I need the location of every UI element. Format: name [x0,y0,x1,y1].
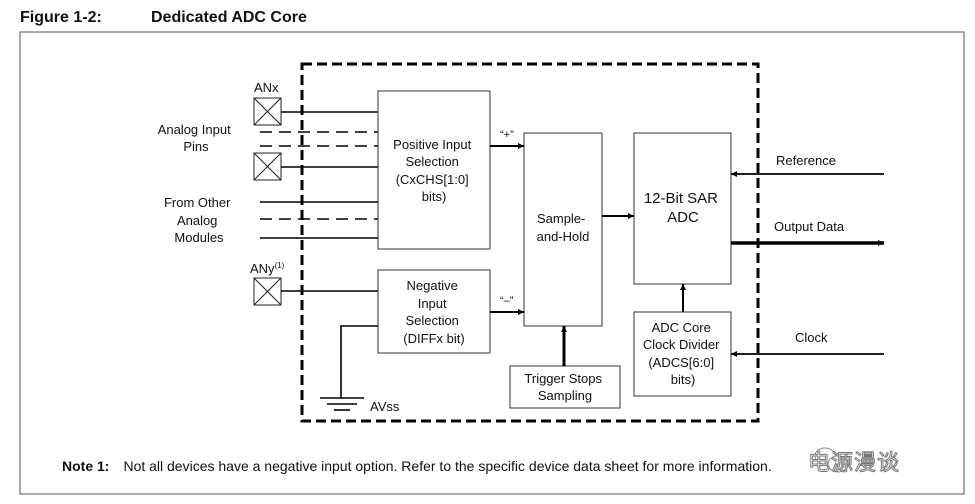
minus-label: “–” [500,295,514,307]
anx-label: ANx [254,80,279,95]
figure-number: Figure 1-2: [20,9,102,26]
clock-divider-block [633,311,732,397]
clock-divider-text: ADC Core Clock Divider (ADCS[6:0] bits) [643,320,723,387]
watermark-chat-icon [814,447,849,473]
sar-adc-block [633,132,732,285]
positive-input-selection-block [377,90,491,250]
any-label: ANy(1) [250,261,285,276]
negative-input-text: Negative Input Selection (DIFFx bit) [403,278,464,346]
figure-caption: Dedicated ADC Core [151,9,307,26]
figure-frame [19,31,965,495]
avss-label: AVss [370,399,400,414]
analog-input-pins-label: Analog Input Pins [158,122,235,154]
signal-arrows [490,143,884,366]
ground-icon [320,397,364,411]
negative-input-selection-block [377,269,491,354]
note-label: Note 1: [62,458,110,474]
pin-analog-icon [253,152,282,181]
sar-adc-text: 12-Bit SAR ADC [644,190,722,226]
sample-and-hold-block [523,132,603,327]
note: Note 1: Not all devices have a negative i… [62,458,772,474]
pin-anx-icon [253,97,282,126]
clock-label: Clock [795,330,828,345]
reference-label: Reference [776,153,836,168]
negative-input-wires [281,290,378,398]
positive-input-text: Positive Input Selection (CxCHS[1:0] bit… [393,137,475,204]
sample-hold-text: Sample- and-Hold [537,211,590,244]
trigger-text: Trigger Stops Sampling [524,371,605,403]
from-other-modules-label: From Other Analog Modules [164,195,234,245]
figure-title: Figure 1-2: Dedicated ADC Core [20,9,307,27]
output-data-label: Output Data [774,219,845,234]
plus-label: “+” [500,129,514,141]
note-text: Not all devices have a negative input op… [123,458,772,474]
positive-input-wires [260,111,378,239]
watermark: 电源漫谈 [807,451,901,477]
pin-any-icon [253,277,282,306]
trigger-block [509,365,621,409]
